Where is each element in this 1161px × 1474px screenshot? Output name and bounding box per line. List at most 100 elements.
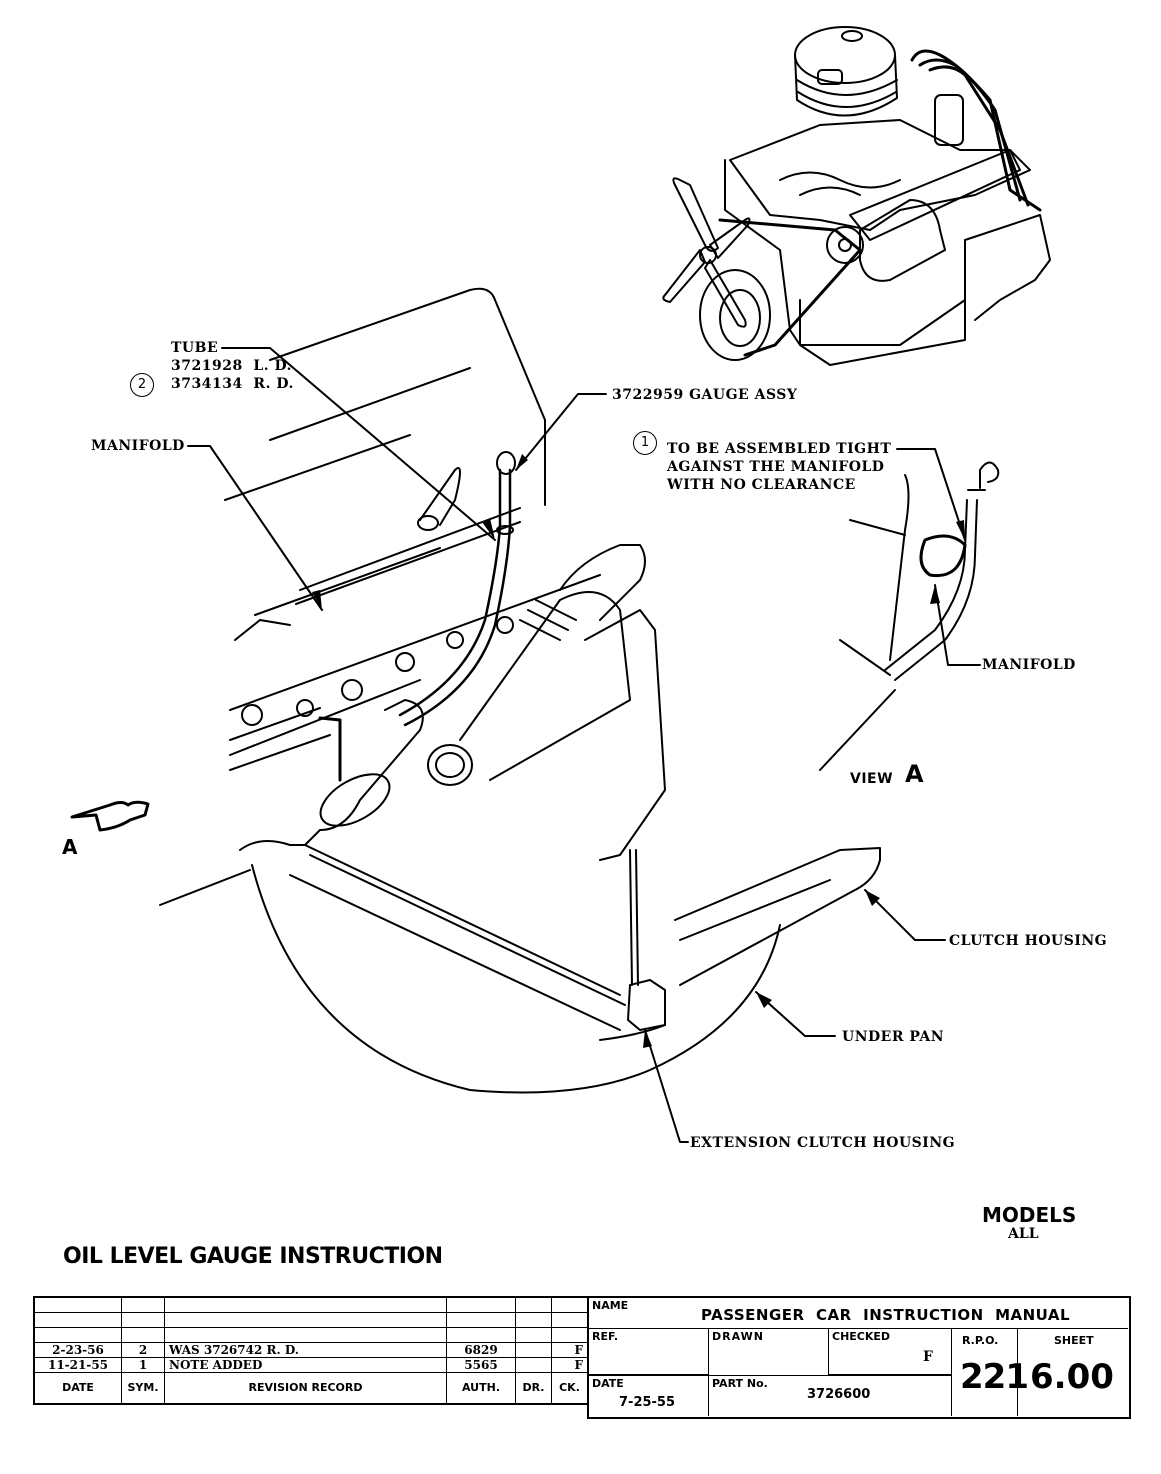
rev-record: NOTE ADDED [164,1357,447,1373]
view-direction-arrow-icon [70,800,150,832]
generator [859,199,946,282]
checked-value: F [923,1349,933,1365]
rev-date: 11-21-55 [33,1357,122,1373]
leader-manifold-main [187,445,323,611]
engine-oil-pan [799,299,966,366]
note-line-1: TO BE ASSEMBLED TIGHT [667,441,892,457]
leader-gauge-assy [515,393,607,471]
tube-callout-title: TUBE [171,340,219,356]
crank-pulley [699,269,771,361]
main-detail [159,287,881,1094]
part-number-cell: PART No. 3726600 [709,1375,952,1416]
rev-ck [551,1296,589,1313]
exhaust-pipe [459,591,631,781]
rev-auth [446,1296,516,1313]
checked-cell: CHECKED F [829,1329,952,1375]
clutch-housing [674,847,881,986]
leader-manifold-view [934,584,981,666]
spark-plug-wires [910,49,1042,212]
rev-record [164,1296,447,1313]
rpo-value: 221 [960,1357,1029,1397]
rev-sym [121,1327,165,1343]
tube-callout-ld: 3721928 L. D. [171,358,293,374]
rev-auth: 5565 [446,1357,516,1373]
part-number-value: 3726600 [807,1387,871,1402]
under-pan-callout: UNDER PAN [842,1029,944,1045]
header-auth: AUTH. [446,1372,516,1405]
rev-date [33,1312,122,1328]
leader-note [896,448,966,541]
air-cleaner-lid [794,26,896,84]
title-block: NAME PASSENGER CAR INSTRUCTION MANUAL RE… [587,1296,1131,1419]
rev-dr [515,1296,552,1313]
distributor [934,94,964,146]
extension-clutch-housing [627,979,666,1031]
leader-clutch-housing [864,889,946,941]
sheet-label: SHEET [1054,1334,1094,1347]
leader-extension [644,1029,689,1143]
header-record: REVISION RECORD [164,1372,447,1405]
note-line-2: AGAINST THE MANIFOLD [667,459,885,475]
rev-record [164,1327,447,1343]
rev-date [33,1296,122,1313]
leader-under-pan [755,991,836,1037]
rev-record [164,1312,447,1328]
oil-gauge-tube [398,468,502,717]
intake-manifold [729,119,1031,231]
reference-marker-2: 2 [130,373,154,397]
view-arrow-letter: A [62,835,78,859]
revision-record-table: 2-23-56 2 WAS 3726742 R. D. 6829 F 11-21… [33,1296,589,1405]
sheet-value: 6.00 [1030,1357,1114,1397]
rev-date [33,1327,122,1343]
rev-auth [446,1312,516,1328]
drawn-cell: DRAWN [709,1329,829,1375]
name-label: NAME [592,1299,629,1312]
header-dr: DR. [515,1372,552,1405]
under-pan [251,864,781,1094]
gauge-handle-loop [496,451,516,475]
air-cleaner-emblem [841,30,863,42]
rev-record: WAS 3726742 R. D. [164,1342,447,1358]
tube-callout-rd: 3734134 R. D. [171,376,294,392]
note-line-3: WITH NO CLEARANCE [667,477,856,493]
reference-marker-1: 1 [633,431,657,455]
manifold-callout: MANIFOLD [91,438,185,454]
rev-sym: 1 [121,1357,165,1373]
rev-sym: 2 [121,1342,165,1358]
rev-dr [515,1342,552,1358]
view-a-handle-loop [979,461,1000,489]
table-row [33,1312,589,1328]
rev-dr [515,1312,552,1328]
fan-belt [718,218,862,357]
sheet-cell: SHEET 6.00 [1018,1329,1128,1416]
name-cell: NAME PASSENGER CAR INSTRUCTION MANUAL [589,1298,1128,1329]
view-manifold-callout: MANIFOLD [982,657,1076,673]
leader-lines [187,347,981,1143]
header-ck: CK. [551,1372,589,1405]
table-header-row: DATE SYM. REVISION RECORD AUTH. DR. CK. [33,1372,589,1405]
view-a-detail [819,461,1000,771]
date-cell: DATE 7-25-55 [589,1375,709,1416]
part-number-label: PART No. [712,1377,768,1390]
table-row [33,1296,589,1313]
rev-ck: F [551,1342,589,1358]
flywheel-cover [584,609,666,861]
rocker-cover [269,287,546,506]
rev-dr [515,1357,552,1373]
rev-sym [121,1312,165,1328]
table-row [33,1327,589,1343]
air-cleaner-body [794,54,898,117]
engine-block [724,159,1051,346]
header-sym: SYM. [121,1372,165,1405]
clutch-housing-callout: CLUTCH HOUSING [949,933,1108,949]
drawn-label: DRAWN [712,1330,764,1343]
models-label: MODELS [982,1203,1077,1227]
breather [419,467,461,526]
date-value: 7-25-55 [619,1395,676,1410]
rev-date: 2-23-56 [33,1342,122,1358]
generator-pulley [826,226,864,264]
gauge-assy-callout: 3722959 GAUGE ASSY [612,387,798,403]
checked-label: CHECKED [832,1330,891,1343]
models-value: ALL [1008,1226,1039,1242]
